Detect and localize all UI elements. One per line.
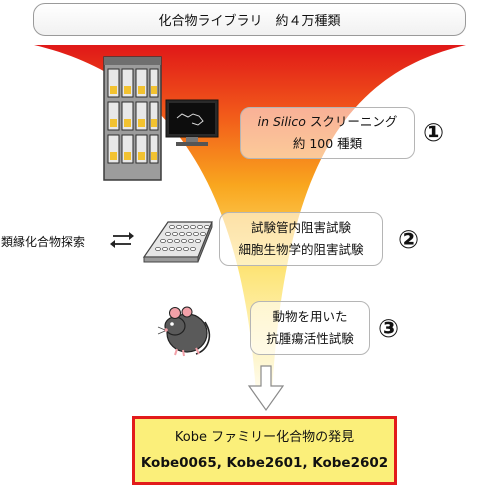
mouse-icon — [157, 306, 211, 357]
analog-search-label: 類縁化合物探索 — [1, 235, 86, 249]
server-rack-icon — [103, 56, 162, 181]
stage-2-number: ② — [398, 225, 420, 254]
stage-3-line1: 動物を用いた — [272, 309, 348, 325]
result-compounds: Kobe0065, Kobe2601, Kobe2602 — [140, 455, 389, 472]
well-plate-icon — [142, 221, 213, 263]
down-arrow-icon — [247, 365, 285, 412]
stage-1-box: in Silico スクリーニング 約 100 種類 — [240, 107, 415, 159]
stage-1-line1-rest: スクリーニング — [305, 114, 398, 130]
library-banner: 化合物ライブラリ 約４万種類 — [33, 3, 466, 36]
result-title: Kobe ファミリー化合物の発見 — [174, 429, 355, 445]
stage-2-line2: 細胞生物学的阻害試験 — [238, 242, 364, 257]
stage-1-number: ① — [423, 118, 445, 147]
stage-3-number: ③ — [378, 314, 400, 343]
stage-1-line1-italic: in Silico — [257, 114, 306, 130]
stage-1-line1: in Silico スクリーニング — [258, 111, 398, 133]
result-box: Kobe ファミリー化合物の発見 Kobe0065, Kobe2601, Kob… — [132, 416, 397, 485]
stage-1-line2: 約 100 種類 — [292, 136, 363, 151]
exchange-arrows-icon — [110, 232, 134, 248]
library-banner-text: 化合物ライブラリ 約４万種類 — [158, 14, 341, 29]
stage-2-line1: 試験管内阻害試験 — [250, 220, 351, 236]
stage-3-line2: 抗腫瘍活性試験 — [266, 331, 354, 346]
stage-3-box: 動物を用いた 抗腫瘍活性試験 — [250, 301, 370, 355]
monitor-icon — [165, 99, 219, 146]
stage-2-box: 試験管内阻害試験 細胞生物学的阻害試験 — [219, 212, 383, 266]
